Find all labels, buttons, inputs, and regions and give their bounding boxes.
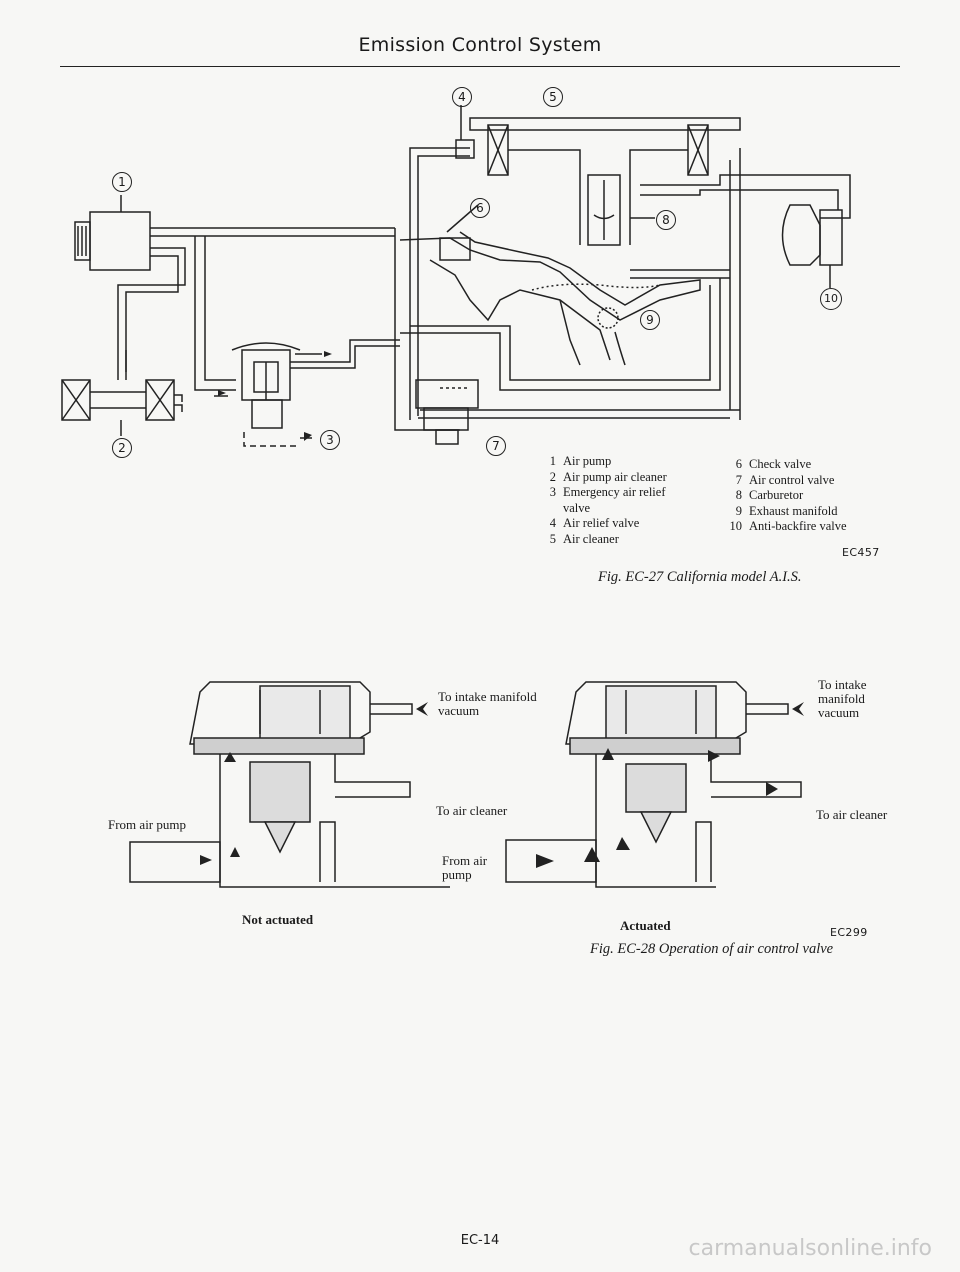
- callout-5: 5: [543, 87, 563, 107]
- label-not-actuated: Not actuated: [242, 912, 314, 927]
- figure-code-ec299: EC299: [830, 926, 868, 939]
- air-control-valve-not-actuated: [129, 681, 450, 888]
- callout-3: 3: [320, 430, 340, 450]
- figure-code-ec457: EC457: [842, 546, 880, 559]
- callout-1: 1: [112, 172, 132, 192]
- figure-caption-ec28: Fig. EC-28 Operation of air control valv…: [590, 941, 834, 957]
- header-rule: [60, 66, 900, 67]
- label-to-air-cleaner-right: To air cleaner: [816, 807, 888, 822]
- label-to-air-cleaner-left: To air cleaner: [436, 803, 508, 818]
- watermark: carmanualsonline.info: [688, 1236, 932, 1261]
- label-from-air-pump-right: From air pump: [442, 853, 488, 882]
- label-from-air-pump-left: From air pump: [108, 817, 186, 832]
- air-control-valve-actuated: [505, 681, 804, 888]
- callout-9: 9: [640, 310, 660, 330]
- exhaust-manifold: [399, 231, 701, 321]
- callout-2: 2: [112, 438, 132, 458]
- callout-10: 10: [820, 288, 842, 310]
- carburetor: [587, 174, 621, 246]
- air-control-valve: [415, 379, 479, 409]
- air-pump-air-cleaner-left: [61, 379, 91, 421]
- callout-4: 4: [452, 87, 472, 107]
- anti-backfire-valve: [781, 204, 821, 266]
- label-to-intake-manifold-vacuum-left: To intake manifold vacuum: [438, 689, 537, 718]
- air-pump-air-cleaner-right: [145, 379, 175, 421]
- page-number: EC-14: [460, 1233, 500, 1248]
- page-title: Emission Control System: [358, 34, 602, 56]
- ais-system-diagram: [61, 105, 851, 447]
- label-actuated: Actuated: [620, 918, 671, 933]
- callout-8: 8: [656, 210, 676, 230]
- figure-caption-ec27: Fig. EC-27 California model A.I.S.: [598, 569, 802, 585]
- check-valve: [439, 237, 471, 261]
- air-pump-body: [89, 211, 151, 271]
- air-relief-valve: [455, 139, 475, 159]
- callout-6: 6: [470, 198, 490, 218]
- label-to-intake-manifold-vacuum-right: To intake manifold vacuum: [818, 677, 867, 720]
- air-cleaner: [469, 117, 741, 131]
- callout-7: 7: [486, 436, 506, 456]
